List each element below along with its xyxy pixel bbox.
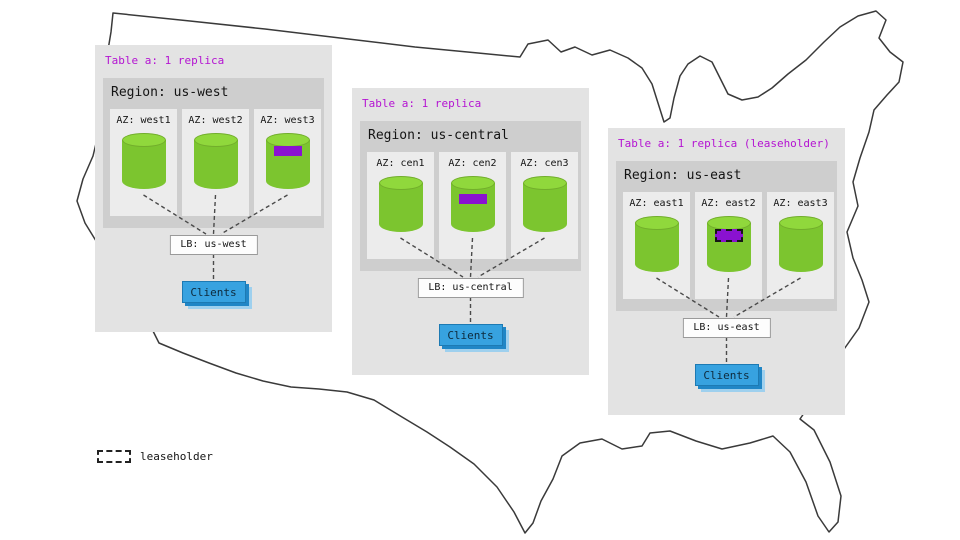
load-balancer-box: LB: us-central (417, 278, 524, 298)
region-box: Region: us-east AZ: east1 AZ: east2 AZ: … (616, 161, 837, 311)
az-box-west3: AZ: west3 (254, 109, 321, 216)
cylinder-body (450, 183, 495, 232)
az-box-east3: AZ: east3 (767, 192, 834, 299)
cylinder-top (265, 133, 310, 147)
database-cylinder-icon (522, 176, 567, 232)
region-panel-us-east: Table a: 1 replica (leaseholder) Region:… (608, 128, 845, 415)
clients-box: Clients (438, 324, 503, 346)
az-row: AZ: east1 AZ: east2 AZ: east3 (623, 192, 834, 299)
legend-label: leaseholder (140, 450, 213, 463)
database-cylinder-icon (450, 176, 495, 232)
cylinder-body (121, 140, 166, 189)
az-label: AZ: east2 (701, 198, 756, 209)
region-box: Region: us-central AZ: cen1 AZ: cen2 AZ:… (360, 121, 581, 271)
az-label: AZ: west1 (116, 115, 171, 126)
cylinder-top (193, 133, 238, 147)
region-title: Region: us-west (111, 85, 229, 100)
az-box-east2: AZ: east2 (695, 192, 762, 299)
database-cylinder-icon (265, 133, 310, 189)
clients-box: Clients (181, 281, 246, 303)
load-balancer-box: LB: us-east (682, 318, 771, 338)
database-cylinder-icon (121, 133, 166, 189)
az-row: AZ: west1 AZ: west2 AZ: west3 (110, 109, 321, 216)
table-replica-label: Table a: 1 replica (105, 54, 225, 67)
region-title: Region: us-east (624, 168, 742, 183)
region-box: Region: us-west AZ: west1 AZ: west2 AZ: … (103, 78, 324, 228)
az-box-cen3: AZ: cen3 (511, 152, 578, 259)
database-cylinder-icon (634, 216, 679, 272)
cylinder-body (378, 183, 423, 232)
az-label: AZ: cen1 (376, 158, 425, 169)
az-label: AZ: cen3 (520, 158, 569, 169)
region-panel-us-central: Table a: 1 replica Region: us-central AZ… (352, 88, 589, 375)
cylinder-top (706, 216, 751, 230)
table-replica-label: Table a: 1 replica (leaseholder) (618, 137, 830, 150)
az-label: AZ: west2 (188, 115, 243, 126)
cylinder-body (522, 183, 567, 232)
cylinder-top (378, 176, 423, 190)
leaseholder-swatch-icon (97, 450, 131, 463)
az-label: AZ: east1 (629, 198, 684, 209)
database-cylinder-icon (706, 216, 751, 272)
database-cylinder-icon (378, 176, 423, 232)
cylinder-top (778, 216, 823, 230)
region-title: Region: us-central (368, 128, 509, 143)
database-cylinder-icon (778, 216, 823, 272)
az-box-east1: AZ: east1 (623, 192, 690, 299)
database-cylinder-icon (193, 133, 238, 189)
az-label: AZ: cen2 (448, 158, 497, 169)
az-box-west1: AZ: west1 (110, 109, 177, 216)
load-balancer-box: LB: us-west (169, 235, 258, 255)
table-replica-label: Table a: 1 replica (362, 97, 482, 110)
az-box-cen1: AZ: cen1 (367, 152, 434, 259)
cylinder-top (450, 176, 495, 190)
leaseholder-marker (714, 229, 743, 242)
replica-marker (273, 146, 302, 156)
az-box-cen2: AZ: cen2 (439, 152, 506, 259)
cylinder-body (778, 223, 823, 272)
az-box-west2: AZ: west2 (182, 109, 249, 216)
replica-marker (458, 194, 487, 204)
cylinder-top (634, 216, 679, 230)
legend: leaseholder (97, 450, 213, 463)
cylinder-body (634, 223, 679, 272)
az-label: AZ: east3 (773, 198, 828, 209)
az-label: AZ: west3 (260, 115, 315, 126)
az-row: AZ: cen1 AZ: cen2 AZ: cen3 (367, 152, 578, 259)
cylinder-top (522, 176, 567, 190)
cylinder-top (121, 133, 166, 147)
cylinder-body (193, 140, 238, 189)
clients-box: Clients (694, 364, 759, 386)
region-panel-us-west: Table a: 1 replica Region: us-west AZ: w… (95, 45, 332, 332)
